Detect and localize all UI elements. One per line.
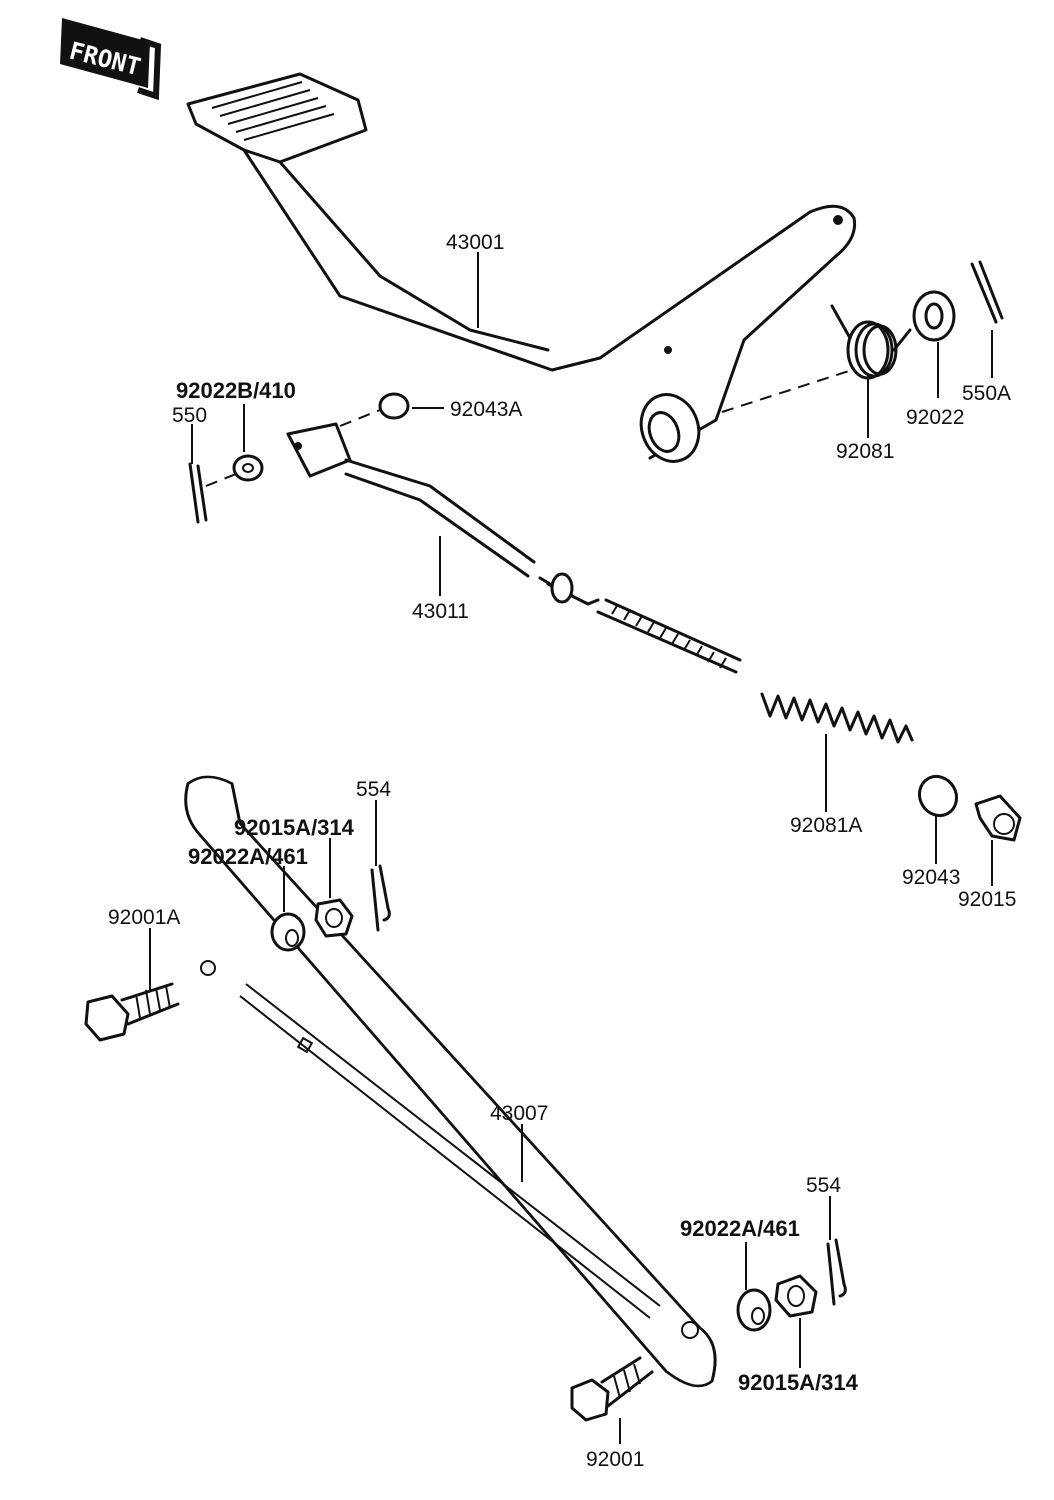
assembly-line-pedal [721, 369, 853, 413]
brake-pedal [186, 72, 857, 463]
label-554-bottom: 554 [806, 1174, 841, 1197]
front-direction-badge: FRONT [60, 18, 162, 101]
label-92022: 92022 [906, 406, 964, 429]
label-550: 550 [172, 404, 207, 427]
label-92015a-314-top: 92015A/314 [234, 815, 355, 840]
label-554-top: 554 [356, 778, 391, 801]
nut-92015a-top [314, 898, 354, 938]
cotter-pin-550a [970, 260, 1004, 324]
label-43007: 43007 [490, 1102, 548, 1125]
bolt-92001 [570, 1356, 654, 1422]
label-92043a: 92043A [450, 398, 522, 421]
leader-lines [149, 252, 993, 1444]
brake-rod-spring [760, 692, 914, 744]
label-92043: 92043 [902, 866, 960, 889]
label-92081a: 92081A [790, 814, 862, 837]
brake-rod [286, 422, 742, 674]
nut-92015a-bottom [774, 1274, 818, 1318]
clevis-pin [339, 392, 410, 427]
label-92001a: 92001A [108, 906, 180, 929]
label-550a: 550A [962, 382, 1011, 405]
trunnion [917, 774, 959, 818]
label-92001: 92001 [586, 1448, 644, 1471]
label-43001: 43001 [446, 231, 504, 254]
pedal-return-spring [830, 304, 912, 380]
label-92022a-461-top: 92022A/461 [188, 844, 308, 869]
cotter-pin-550 [188, 462, 237, 524]
washer-92022a-bottom [736, 1288, 772, 1332]
pedal-washer [912, 290, 956, 342]
label-43011: 43011 [412, 600, 469, 623]
label-92015a-314-bottom: 92015A/314 [738, 1370, 859, 1395]
bolt-92001a [84, 982, 180, 1042]
label-92081: 92081 [836, 440, 894, 463]
hairpin-554-top [370, 864, 391, 932]
adjusting-nut [974, 794, 1022, 842]
label-92015: 92015 [958, 888, 1016, 911]
hairpin-554-bottom [826, 1238, 847, 1306]
washer-92022a-top [270, 912, 306, 952]
brake-link-rod [184, 775, 717, 1388]
rod-washer [232, 454, 264, 482]
label-92022a-461-bottom: 92022A/461 [680, 1216, 800, 1241]
label-92022b-410: 92022B/410 [176, 378, 296, 403]
